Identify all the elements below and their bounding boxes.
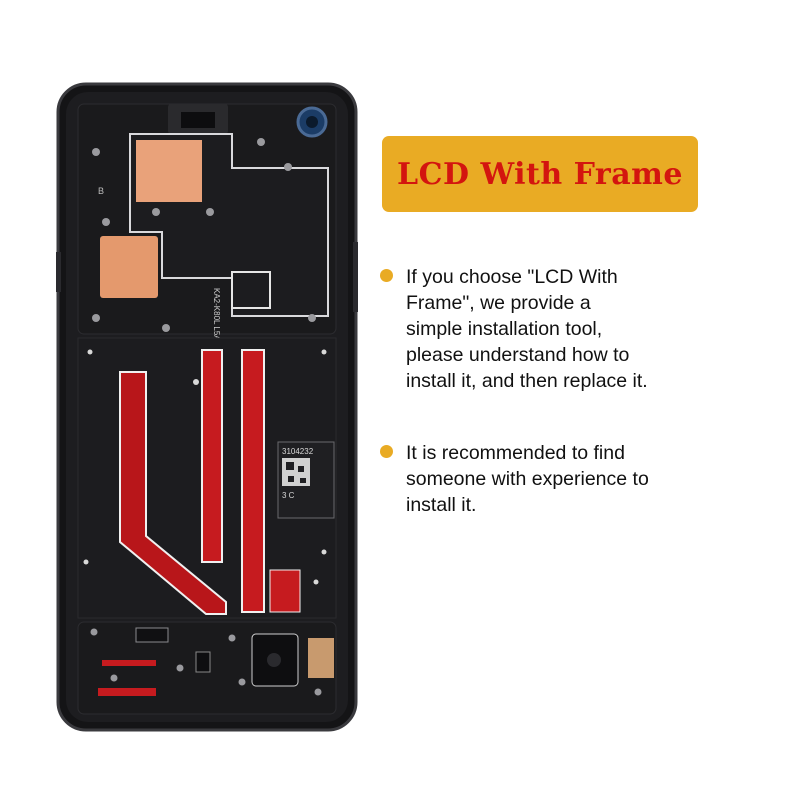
label-number: 3104232 <box>282 447 314 456</box>
bullet-dot-icon <box>380 269 393 282</box>
bullet-text: It is recommended to find someone with e… <box>406 442 649 516</box>
board-letter: B <box>98 186 104 196</box>
bullet-text: If you choose "LCD With Frame", we provi… <box>406 266 648 392</box>
bullet-item: It is recommended to find someone with e… <box>380 440 710 518</box>
bullet-item: If you choose "LCD With Frame", we provi… <box>380 264 710 394</box>
board-marking: KA2-K80L L5A <box>212 288 221 341</box>
title-text: LCD With Frame <box>397 156 683 192</box>
title-banner: LCD With Frame <box>382 136 698 212</box>
bullet-dot-icon <box>380 445 393 458</box>
phone-lcd-frame-image: KA2-K80L L5A B 3104232 3 C <box>56 82 358 732</box>
label-code: 3 C <box>282 491 295 500</box>
